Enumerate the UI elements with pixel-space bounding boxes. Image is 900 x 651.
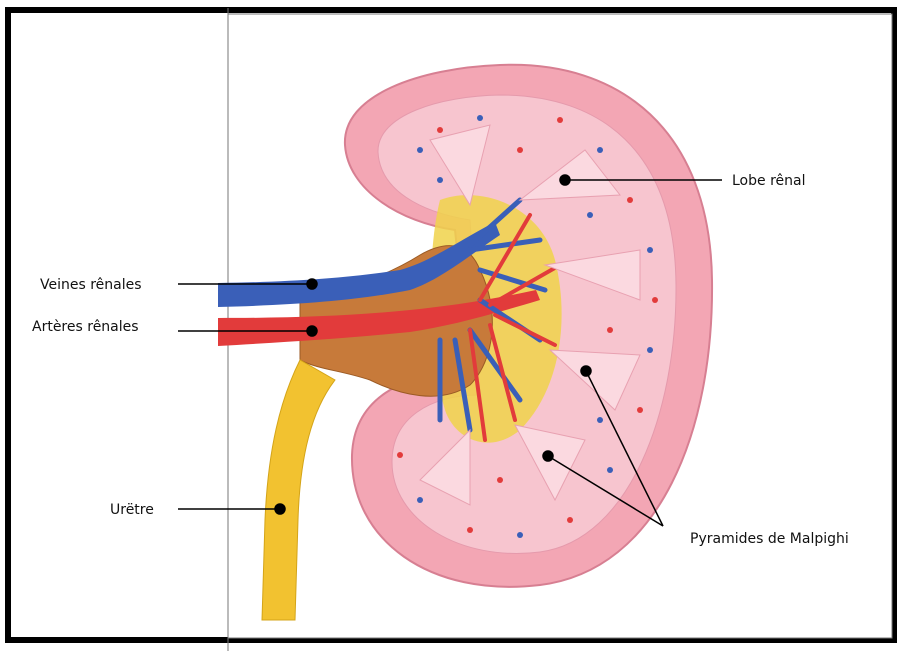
- label-lobe-renal: Lobe rênal: [732, 173, 805, 189]
- label-arteres-renales: Artères rênales: [32, 319, 139, 335]
- label-uretre: Urëtre: [110, 502, 154, 518]
- label-pyramides-malpighi: Pyramides de Malpighi: [690, 531, 849, 547]
- label-veines-renales: Veines rênales: [40, 277, 142, 293]
